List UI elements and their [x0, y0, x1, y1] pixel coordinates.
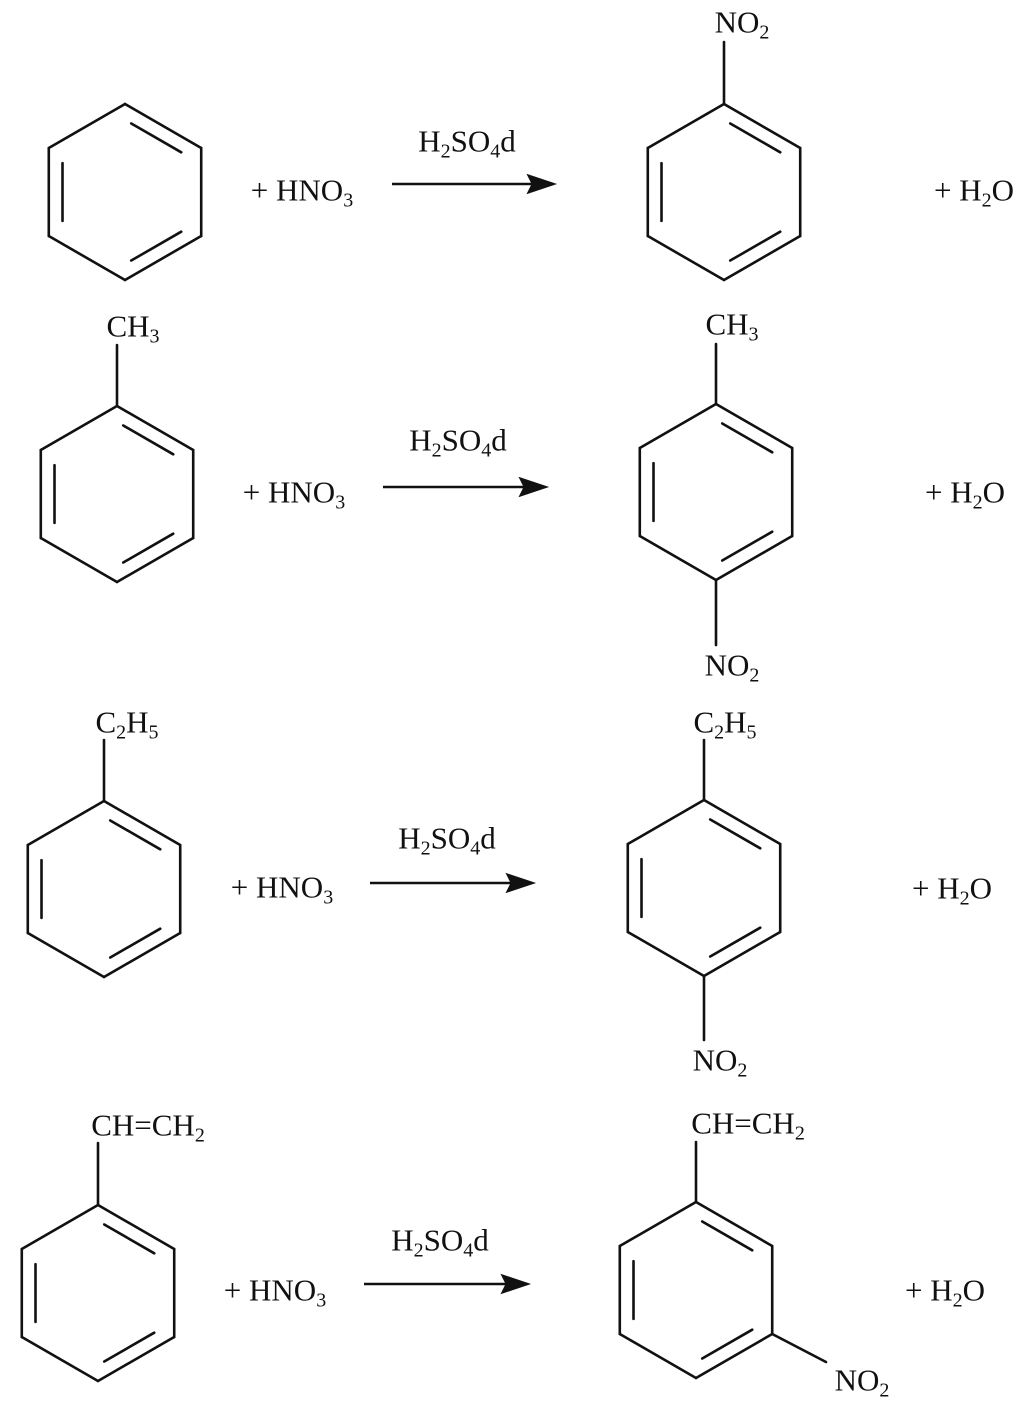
- benzene-ring-bond: [123, 102, 203, 150]
- nitrostyrene-ring-double-bond: [700, 1220, 754, 1252]
- styrene-ring-bond: [96, 1203, 176, 1251]
- nitrotoluene-ring-bond: [638, 402, 718, 450]
- nitrobenzene-ring-double-bond: [728, 122, 782, 154]
- no2-group-3: NO2: [692, 1042, 748, 1082]
- nitrobenzene-ring-double-bond: [728, 230, 782, 262]
- reagent-hno3-3: + HNO3: [230, 869, 334, 909]
- reaction-arrow-3-head: [505, 872, 537, 894]
- nitrostyrene-ring-bond: [694, 1200, 774, 1248]
- ethylbenzene-ring-bond: [102, 931, 182, 979]
- reagent-hno3-2: + HNO3: [242, 474, 346, 514]
- substituent-bond-no2-4: [770, 1332, 828, 1364]
- nitrobenzene-ring-bond: [646, 234, 726, 282]
- nitrostyrene-ring-bond: [694, 1332, 774, 1380]
- benzene-ring-double-bond: [129, 230, 183, 262]
- ethylbenzene-ring-bond: [102, 799, 182, 847]
- reaction-arrow-2-head: [518, 476, 550, 498]
- nitrostyrene-ring-bond: [618, 1200, 698, 1248]
- nitrobenzene-ring-bond: [722, 102, 802, 150]
- styrene-ring-double-bond: [102, 1331, 156, 1363]
- no2-group-1: NO2: [714, 4, 770, 44]
- reaction-arrow-4-head: [500, 1273, 532, 1295]
- nitrobenzene-ring-bond: [722, 234, 802, 282]
- ethylbenzene-ring-bond: [26, 799, 106, 847]
- water-3: + H2O: [911, 870, 993, 910]
- catalyst-label-4: H2SO4d: [391, 1222, 489, 1262]
- ethylbenzene-ring-bond: [26, 931, 106, 979]
- toluene-ring-double-bond: [121, 532, 175, 564]
- styrene-ring-bond: [96, 1335, 176, 1383]
- vinyl-group-reactant: CH=CH2: [91, 1107, 205, 1147]
- ch3-group-reactant: CH3: [106, 308, 160, 348]
- nitroethylbenzene-ring-double-bond: [708, 818, 762, 850]
- nitrobenzene-ring-bond: [646, 102, 726, 150]
- styrene-ring-bond: [20, 1203, 100, 1251]
- nitroethylbenzene-ring-bond: [702, 798, 782, 846]
- toluene-ring-bond: [39, 536, 119, 584]
- ch3-group-product: CH3: [705, 306, 759, 346]
- vinyl-group-product: CH=CH2: [691, 1105, 805, 1145]
- toluene-ring-double-bond: [121, 424, 175, 456]
- benzene-ring-bond: [123, 234, 203, 282]
- nitroethylbenzene-ring-bond: [702, 930, 782, 978]
- benzene-ring-bond: [47, 102, 127, 150]
- styrene-ring-double-bond: [102, 1223, 156, 1255]
- nitrostyrene-ring-double-bond: [700, 1328, 754, 1360]
- nitrotoluene-ring-bond: [714, 402, 794, 450]
- toluene-ring-bond: [115, 404, 195, 452]
- c2h5-group-reactant: C2H5: [95, 704, 159, 744]
- nitrotoluene-ring-double-bond: [720, 422, 774, 454]
- catalyst-label-2: H2SO4d: [409, 422, 507, 462]
- benzene-ring-double-bond: [129, 122, 183, 154]
- no2-group-4: NO2: [834, 1362, 890, 1402]
- ethylbenzene-ring-double-bond: [108, 927, 162, 959]
- reagent-hno3-4: + HNO3: [223, 1272, 327, 1312]
- ethylbenzene-ring-double-bond: [108, 819, 162, 851]
- water-1: + H2O: [933, 172, 1015, 212]
- nitrotoluene-ring-bond: [714, 534, 794, 582]
- toluene-ring-bond: [39, 404, 119, 452]
- catalyst-label-1: H2SO4d: [418, 123, 516, 163]
- catalyst-label-3: H2SO4d: [398, 820, 496, 860]
- nitroethylbenzene-ring-bond: [626, 798, 706, 846]
- c2h5-group-product: C2H5: [693, 704, 757, 744]
- nitroethylbenzene-ring-bond: [626, 930, 706, 978]
- toluene-ring-bond: [115, 536, 195, 584]
- nitrostyrene-ring-bond: [618, 1332, 698, 1380]
- water-4: + H2O: [904, 1272, 986, 1312]
- reagent-hno3-1: + HNO3: [250, 172, 354, 212]
- water-2: + H2O: [924, 474, 1006, 514]
- nitroethylbenzene-ring-double-bond: [708, 926, 762, 958]
- nitrotoluene-ring-double-bond: [720, 530, 774, 562]
- reaction-arrow-1-head: [526, 173, 558, 195]
- benzene-ring-bond: [47, 234, 127, 282]
- nitrotoluene-ring-bond: [638, 534, 718, 582]
- no2-group-2: NO2: [704, 647, 760, 687]
- styrene-ring-bond: [20, 1335, 100, 1383]
